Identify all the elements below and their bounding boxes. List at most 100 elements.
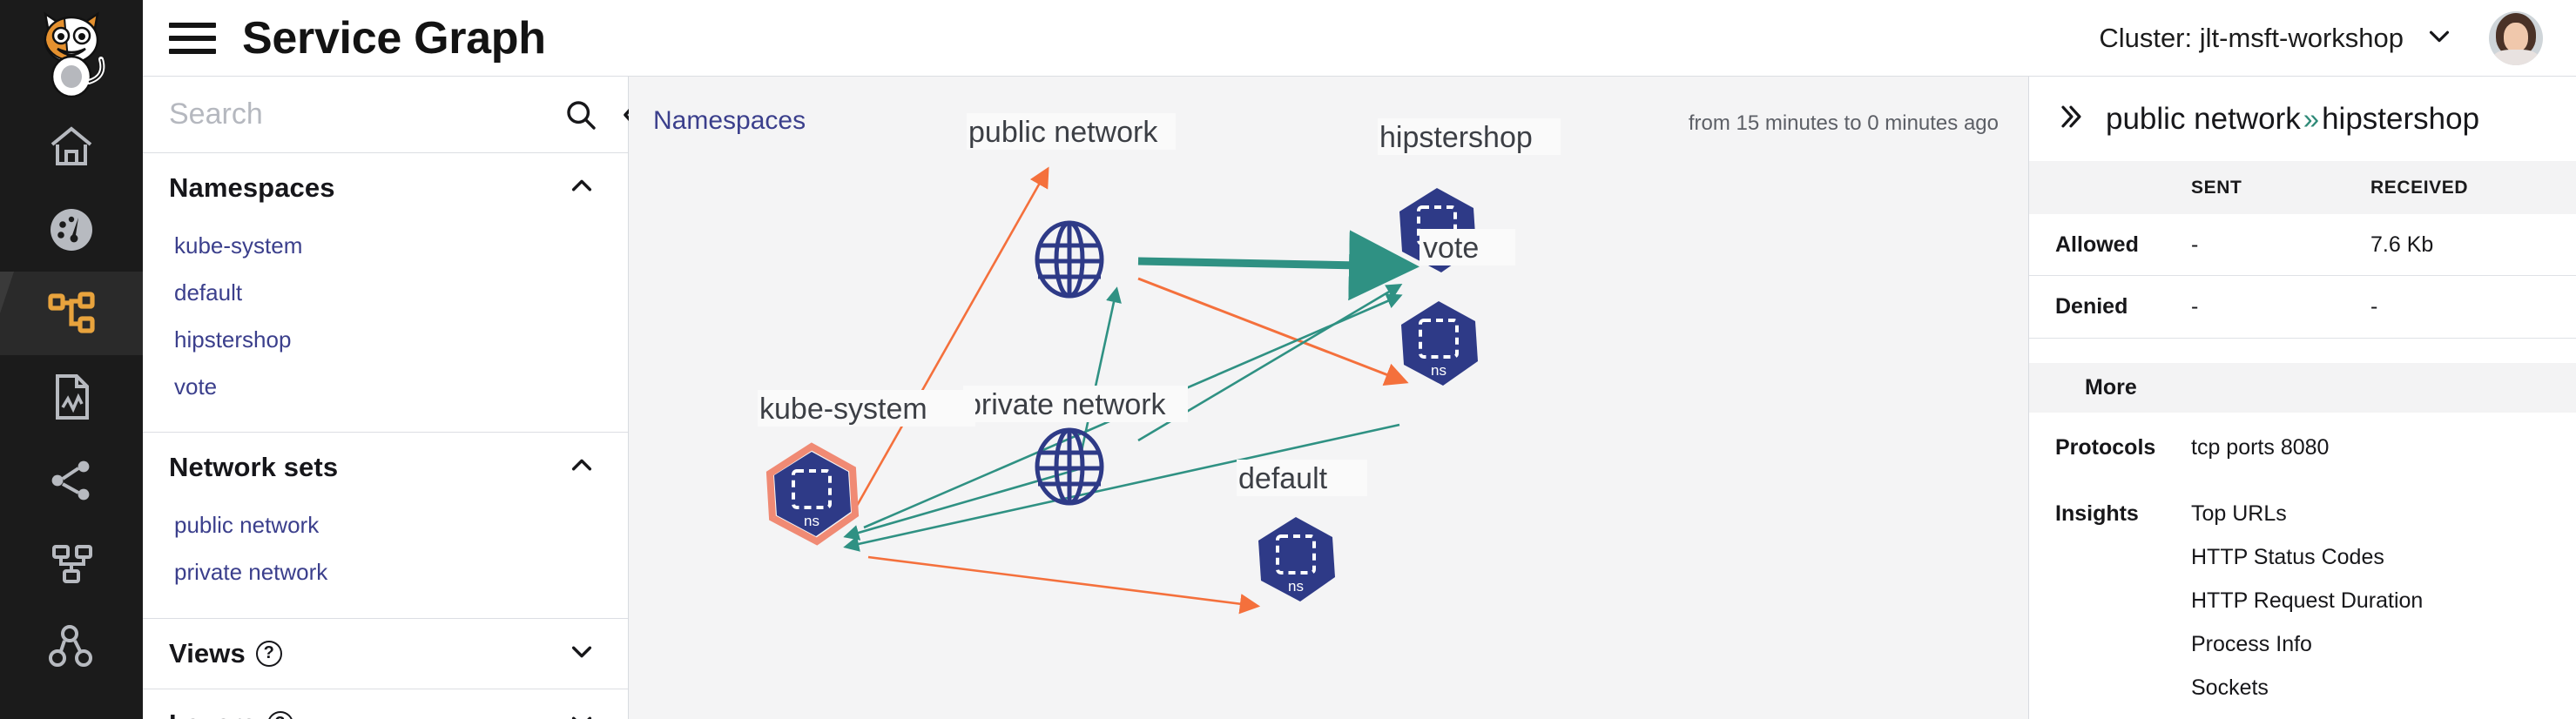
top-bar: Service Graph Cluster: jlt-msft-workshop xyxy=(143,0,2576,77)
graph-node-label: vote xyxy=(1423,232,1479,265)
edge-vote-to-kube-system[interactable] xyxy=(843,423,1400,552)
edge-public-network-to-vote[interactable] xyxy=(1137,277,1409,386)
service-graph-svg[interactable]: public network private network xyxy=(629,77,2029,719)
sidebar-item-service-graph[interactable] xyxy=(0,272,143,355)
globe-icon xyxy=(1035,427,1104,506)
section-network-sets: Network sets public network private netw… xyxy=(143,433,628,619)
chevron-up-icon[interactable] xyxy=(569,453,595,483)
hamburger-icon[interactable] xyxy=(169,22,216,54)
graph-node-default[interactable]: default ns xyxy=(1237,460,1367,601)
sidebar-item-flow-logs[interactable] xyxy=(0,355,143,439)
page-title: Service Graph xyxy=(242,12,546,64)
graph-canvas[interactable]: Namespaces from 15 minutes to 0 minutes … xyxy=(629,77,2029,719)
namespace-list: kube-system default hipstershop vote xyxy=(143,223,628,432)
search-row xyxy=(143,77,645,153)
service-graph-icon xyxy=(47,291,96,336)
edge-private-network-to-kube-system[interactable] xyxy=(843,467,1082,541)
graph-node-kube-system[interactable]: kube-system ns xyxy=(758,390,975,546)
list-item[interactable]: vote xyxy=(174,373,218,400)
cluster-nodes-icon xyxy=(47,625,96,670)
network-set-list: public network private network xyxy=(143,502,628,617)
row-received: - xyxy=(2370,294,2378,319)
more-section-header[interactable]: More xyxy=(2029,363,2576,413)
namespace-hexagon-icon: ns xyxy=(765,442,860,546)
sidebar-item-nodes[interactable] xyxy=(0,606,143,689)
avatar[interactable] xyxy=(2489,10,2543,65)
table-row: Denied - - xyxy=(2029,276,2576,339)
chevrons-right-icon[interactable] xyxy=(2055,101,2087,137)
section-title-group: Views ? xyxy=(169,638,282,669)
namespace-hexagon-icon: ns xyxy=(1258,517,1335,601)
help-icon[interactable]: ? xyxy=(266,710,293,719)
graph-node-label: default xyxy=(1238,462,1328,495)
calico-cat-logo[interactable] xyxy=(0,0,143,104)
insight-item-process-info[interactable]: Process Info xyxy=(2191,632,2312,657)
dashboard-gauge-icon xyxy=(47,205,96,254)
insight-item-http-status-codes[interactable]: HTTP Status Codes xyxy=(2191,545,2384,570)
insight-item-sockets[interactable]: Sockets xyxy=(2191,675,2269,701)
section-header-layers[interactable]: Layers ? xyxy=(143,689,628,719)
graph-node-sublabel: ns xyxy=(1288,578,1304,595)
insights-label: Insights xyxy=(2055,501,2139,527)
graph-node-public-network[interactable]: public network xyxy=(967,113,1176,299)
list-item[interactable]: public network xyxy=(174,512,320,539)
insight-item-http-request-duration[interactable]: HTTP Request Duration xyxy=(2191,588,2424,614)
chevron-up-icon[interactable] xyxy=(569,173,595,204)
protocols-label: Protocols xyxy=(2055,435,2156,460)
row-sent: - xyxy=(2191,232,2199,257)
section-header-network-sets[interactable]: Network sets xyxy=(143,433,628,502)
graph-node-vote[interactable]: vote ns xyxy=(1401,229,1515,386)
insight-item-top-urls[interactable]: Top URLs xyxy=(2191,501,2287,527)
left-panel: Namespaces kube-system default hipstersh… xyxy=(143,0,645,719)
list-item[interactable]: private network xyxy=(174,559,328,586)
section-header-namespaces[interactable]: Namespaces xyxy=(143,153,628,223)
help-icon[interactable]: ? xyxy=(255,640,282,667)
namespace-hexagon-icon: ns xyxy=(1401,301,1478,386)
section-header-views[interactable]: Views ? xyxy=(143,619,628,689)
edge-kube-system-to-default[interactable] xyxy=(867,555,1261,615)
edge-kube-system-to-public-network[interactable] xyxy=(852,166,1049,513)
sidebar-item-policies[interactable] xyxy=(0,522,143,606)
icon-rail xyxy=(0,0,143,719)
chevron-down-icon[interactable] xyxy=(569,638,595,669)
section-title: Views xyxy=(169,637,246,669)
row-sent: - xyxy=(2191,294,2199,319)
detail-panel-header: public network » hipstershop xyxy=(2029,77,2576,161)
top-bar-right: Cluster: jlt-msft-workshop xyxy=(2099,10,2576,65)
policies-tree-icon xyxy=(47,541,96,587)
edge-private-network-to-public-network[interactable] xyxy=(1080,286,1122,452)
detail-title: public network » hipstershop xyxy=(2106,102,2479,137)
graph-node-label: private network xyxy=(965,388,1167,421)
breadcrumb[interactable]: Namespaces xyxy=(653,106,806,135)
section-layers: Layers ? xyxy=(143,689,628,719)
protocols-row: Protocols tcp ports 8080 xyxy=(2029,413,2576,479)
home-icon xyxy=(47,124,96,169)
search-icon[interactable] xyxy=(555,97,607,132)
graph-node-label: public network xyxy=(968,116,1158,149)
sidebar-item-home[interactable] xyxy=(0,104,143,188)
sidebar-item-network-sets[interactable] xyxy=(0,439,143,522)
insights-list: Top URLs HTTP Status Codes HTTP Request … xyxy=(2191,501,2423,719)
search-input[interactable] xyxy=(169,97,555,131)
row-label: Denied xyxy=(2055,294,2128,319)
edge-public-network-to-hipstershop[interactable] xyxy=(1137,230,1419,301)
section-views: Views ? xyxy=(143,619,628,689)
section-title-group: Layers ? xyxy=(169,709,293,719)
chevron-down-icon[interactable] xyxy=(569,709,595,719)
section-namespaces: Namespaces kube-system default hipstersh… xyxy=(143,153,628,433)
graph-node-label: kube-system xyxy=(759,393,927,426)
chevron-down-icon[interactable] xyxy=(2424,21,2454,55)
graph-node-private-network[interactable]: private network xyxy=(963,386,1188,506)
network-nodes-icon xyxy=(47,458,96,503)
section-title: Namespaces xyxy=(169,172,335,203)
protocols-value-text: tcp ports 8080 xyxy=(2191,435,2330,460)
cluster-selector-label[interactable]: Cluster: jlt-msft-workshop xyxy=(2099,22,2404,53)
list-item[interactable]: default xyxy=(174,279,243,306)
list-item[interactable]: hipstershop xyxy=(174,326,292,353)
section-title: Network sets xyxy=(169,452,339,483)
detail-table-header: SENT RECEIVED xyxy=(2029,161,2576,214)
column-header-received: RECEIVED xyxy=(2370,177,2469,198)
rail-items xyxy=(0,104,143,689)
list-item[interactable]: kube-system xyxy=(174,232,303,259)
sidebar-item-dashboard[interactable] xyxy=(0,188,143,272)
